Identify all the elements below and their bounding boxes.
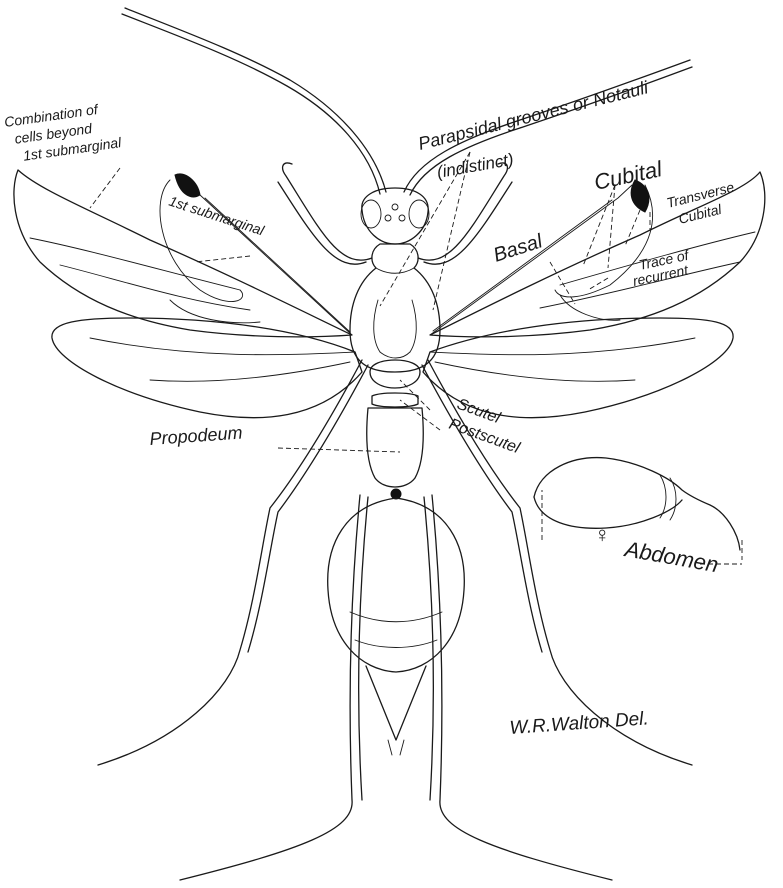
front-legs [278,163,512,264]
postscutellum [372,393,418,407]
left-hindwing [52,318,362,418]
left-forewing [14,170,352,337]
label-propodeum: Propodeum [149,423,243,449]
label-basal: Basal [491,230,546,267]
propodeum [367,408,424,487]
label-parapsidal: Parapsidal grooves or Notauli [416,77,651,154]
label-combination: Combination of cells beyond 1st submargi… [3,98,123,165]
label-abdomen: Abdomen [621,536,720,577]
middle-legs [98,360,692,765]
head [361,188,429,244]
left-stigma [175,174,200,197]
label-cubital: Cubital [592,156,665,195]
signature: W.R.Walton Del. [509,708,650,739]
label-first-submarginal: 1st submarginal [167,193,267,239]
label-female-symbol: ♀ [594,522,611,547]
thorax [350,244,440,499]
abdomen-side-view [534,458,740,550]
abdomen-dorsal [328,498,465,755]
left-antenna [122,8,386,194]
scutellum [370,360,420,388]
hind-legs [180,495,612,880]
